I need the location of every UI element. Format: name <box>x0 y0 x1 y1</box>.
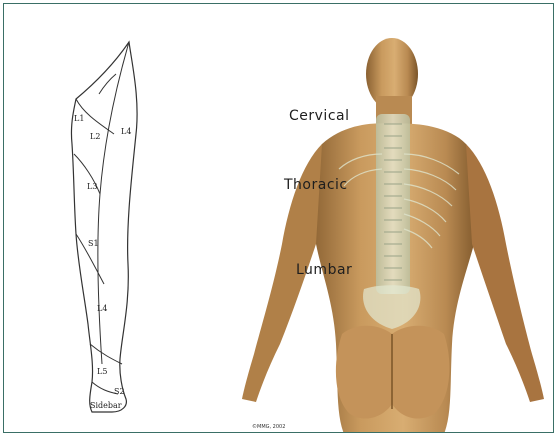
dermatome-line-7 <box>99 74 116 94</box>
copyright-text: ©MMG, 2002 <box>252 424 285 430</box>
dermatome-label-l4-lower: L4 <box>97 304 107 313</box>
torso <box>309 123 480 433</box>
label-thoracic: Thoracic <box>284 177 348 193</box>
spine-band <box>376 114 410 294</box>
head <box>366 38 418 110</box>
label-cervical: Cervical <box>289 108 350 124</box>
dermatome-label-l2: L2 <box>90 132 100 141</box>
right-arm <box>466 144 544 402</box>
dermatome-label-l4-upper: L4 <box>121 127 131 136</box>
buttocks <box>336 326 450 419</box>
dermatome-line-5 <box>90 344 122 364</box>
neck <box>376 96 412 128</box>
dermatome-label-l5: L5 <box>97 367 107 376</box>
leg-outline <box>71 42 137 412</box>
dermatome-label-s2: S2 <box>114 387 125 396</box>
vertebrae <box>384 124 402 280</box>
rib-lines <box>339 154 459 248</box>
pelvis-overlay <box>363 285 420 329</box>
leg-dermatome-drawing <box>4 4 164 433</box>
dermatome-label-s1: S1 <box>88 239 99 248</box>
dermatome-line-1 <box>98 42 129 364</box>
figure-frame: L1 L2 L4 L3 S1 L4 L5 S2 Sidebar <box>3 3 554 433</box>
label-lumbar: Lumbar <box>296 262 352 278</box>
dermatome-label-bottom: Sidebar <box>90 401 122 410</box>
dermatome-label-l1: L1 <box>74 114 84 123</box>
dermatome-label-l3: L3 <box>87 182 97 191</box>
